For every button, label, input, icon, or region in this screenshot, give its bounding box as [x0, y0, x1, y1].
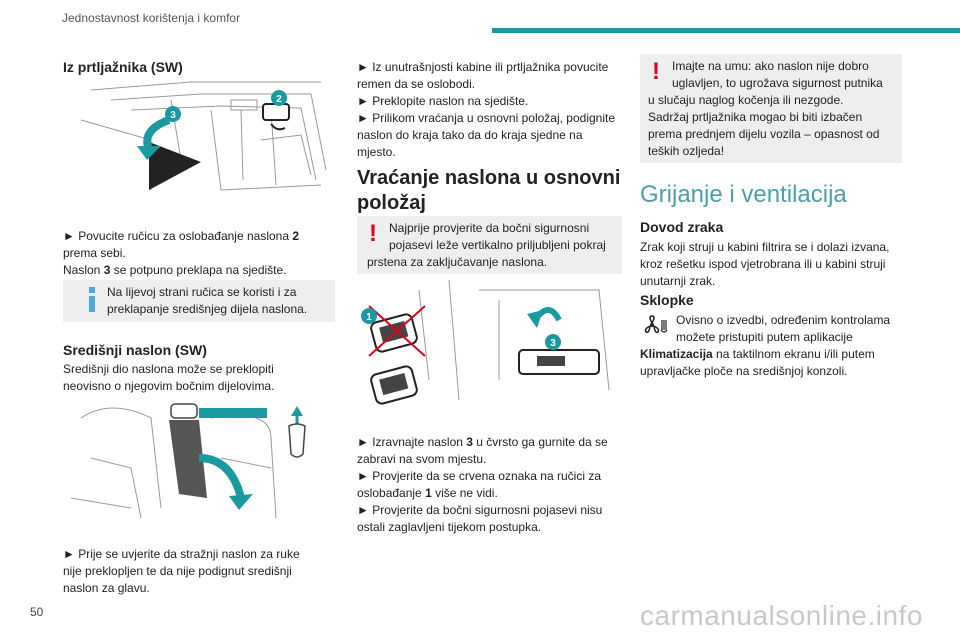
info-note: Na lijevoj strani ručica se koristi i za…: [63, 280, 335, 322]
pull-arrow: [270, 123, 286, 131]
step-pull-handle-cont: prema sebi.: [63, 246, 126, 260]
fold-arrow: [143, 116, 171, 152]
info-note-line1: Na lijevoj strani ručica se koristi i za: [107, 285, 297, 299]
callout-2-label: 2: [276, 94, 282, 105]
callout-3b-label: 3: [550, 338, 556, 349]
text-l5: naslon do kraja tako da do kraja sjedne …: [357, 128, 583, 142]
section-heading-trunk: Iz prtljažnika (SW): [63, 59, 183, 75]
warning-line3: prstena za zaključavanje naslona.: [367, 255, 548, 269]
warn2-line3: u slučaju naglog kočenja ili nezgode.: [648, 93, 844, 107]
air-intake-line1: Zrak koji struji u kabini filtrira se i …: [640, 240, 890, 254]
text-l3: ► Preklopite naslon na sjedište.: [357, 94, 529, 108]
folded-backrest-shape: [149, 142, 201, 190]
info-note-line2: preklapanje središnjeg dijela naslona.: [107, 302, 308, 316]
step-s2: zabravi na svom mjestu.: [357, 452, 487, 466]
warning-line2: pojasevi leže vertikalno priljubljeni po…: [389, 238, 606, 252]
step2-line2: nije preklopljen te da nije podignut sre…: [63, 564, 292, 578]
callout-3: [165, 106, 181, 122]
controls-line4: upravljačke ploče na središnjoj konzoli.: [640, 364, 848, 378]
warn2-line1: Imajte na umu: ako naslon nije dobro: [672, 59, 869, 73]
step-s3: ► Provjerite da se crvena oznaka na ruči…: [357, 469, 601, 483]
warn2-line4: Sadržaj prtljažnika mogao bi biti izbače…: [648, 110, 863, 124]
text-l4: ► Prilikom vraćanja u osnovni položaj, p…: [357, 111, 616, 125]
warning-icon: !: [652, 58, 660, 85]
subheading-controls: Sklopke: [640, 292, 694, 308]
warn2-line2: uglavljen, to ugrožava sigurnost putnika: [672, 76, 883, 90]
warn2-line6: teških ozljeda!: [648, 144, 725, 158]
warning-line1: Najprije provjerite da bočni sigurnosni: [389, 221, 590, 235]
text-l2: remen da se oslobodi.: [357, 77, 476, 91]
text-l6: mjesto.: [357, 145, 396, 159]
running-header: Jednostavnost korištenja i komfor: [62, 11, 241, 25]
warning-note: ! Najprije provjerite da bočni sigurnosn…: [357, 216, 622, 274]
fan-icon: [644, 315, 668, 334]
callout-1: [361, 308, 377, 324]
watermark: carmanualsonline.info: [640, 600, 923, 631]
warning-icon: !: [369, 220, 377, 247]
step-s1: ► Izravnajte naslon 3 u čvrsto ga gurnit…: [357, 435, 608, 449]
step-s5: ► Provjerite da bočni sigurnosni pojasev…: [357, 503, 603, 517]
center-desc-line1: Središnji dio naslona može se preklopiti: [63, 362, 274, 376]
section-heading-restore: Vraćanje naslona u osnovni: [357, 167, 621, 189]
callout-3b: [545, 334, 561, 350]
info-icon: [89, 287, 95, 293]
controls-line2: možete pristupiti putem aplikacije: [676, 330, 853, 344]
air-intake-line3: unutarnji zrak.: [640, 274, 716, 288]
section-title-heating: Grijanje i ventilacija: [640, 181, 847, 208]
section-heading-restore-2: položaj: [357, 192, 426, 214]
center-desc-line2: neovisno o njegovim bočnim dijelovima.: [63, 379, 275, 393]
step2-line3: naslon za glavu.: [63, 581, 150, 595]
section-heading-center: Središnji naslon (SW): [63, 342, 207, 358]
header-accent-bar: [492, 28, 960, 33]
step-result: Naslon 3 se potpuno preklapa na sjedište…: [63, 263, 287, 277]
controls-line1: Ovisno o izvedbi, određenim kontrolama: [676, 313, 891, 327]
page-number: 50: [30, 605, 44, 619]
controls-line3: Klimatizacija na taktilnom ekranu i/ili …: [640, 347, 875, 361]
step-s4: oslobađanje 1 više ne vidi.: [357, 486, 498, 500]
text-l1: ► Iz unutrašnjosti kabine ili prtljažnik…: [357, 60, 609, 74]
step-s6: ostali zaglavljeni tijekom postupka.: [357, 520, 542, 534]
figure-center-backrest: [71, 403, 306, 519]
air-intake-line2: kroz rešetku ispod vjetrobrana ili u kab…: [640, 257, 886, 271]
callout-2: [271, 90, 287, 106]
figure-trunk-release: 3 2: [80, 81, 327, 191]
figure-lock-indicator: 1 3: [361, 280, 610, 405]
step2-line1: ► Prije se uvjerite da stražnji naslon z…: [63, 547, 300, 561]
callout-3-label: 3: [170, 110, 176, 121]
warn2-line5: prema prednjem dijelu vozila – opasnost …: [648, 127, 880, 141]
step-pull-handle: ► Povucite ručicu za oslobađanje naslona…: [63, 229, 300, 243]
callout-1-label: 1: [366, 312, 372, 323]
warning-note-2: ! Imajte na umu: ako naslon nije dobro u…: [640, 54, 902, 163]
subheading-air-intake: Dovod zraka: [640, 219, 724, 235]
